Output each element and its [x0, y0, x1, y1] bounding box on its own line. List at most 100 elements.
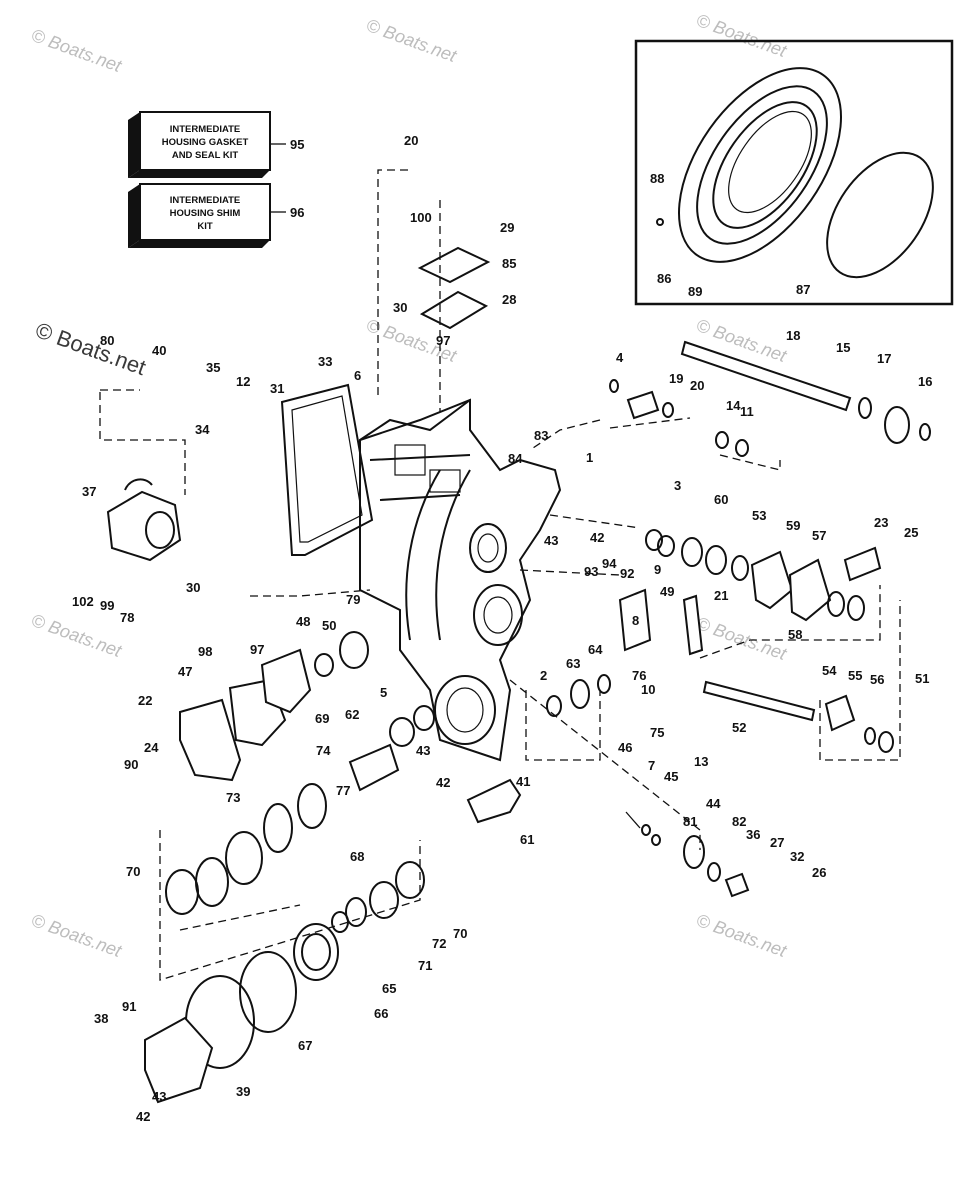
disc-stack [165, 783, 327, 915]
callout-75: 75 [650, 725, 664, 740]
pump-37 [106, 478, 182, 562]
callout-33: 33 [318, 354, 332, 369]
callout-57: 57 [812, 528, 826, 543]
callout-60: 60 [714, 492, 728, 507]
watermark: © Boats.net [694, 613, 790, 664]
callout-92: 92 [620, 566, 634, 581]
callout-49: 49 [660, 584, 674, 599]
callout-32: 32 [790, 849, 804, 864]
callout-42: 42 [590, 530, 604, 545]
callout-3: 3 [674, 478, 681, 493]
callout-51: 51 [915, 671, 929, 686]
callout-70: 70 [126, 864, 140, 879]
callout-29: 29 [500, 220, 514, 235]
clip-8 [618, 588, 652, 652]
callout-72: 72 [432, 936, 446, 951]
callout-37: 37 [82, 484, 96, 499]
callout-11: 11 [740, 404, 754, 419]
callout-68: 68 [350, 849, 364, 864]
callout-70: 70 [453, 926, 467, 941]
bracket-23 [843, 546, 882, 582]
dashed-guides [99, 169, 901, 981]
kit-label-line: AND SEAL KIT [172, 150, 239, 161]
callout-41: 41 [516, 774, 530, 789]
callout-97: 97 [250, 642, 264, 657]
pin-4 [609, 379, 619, 393]
callout-15: 15 [836, 340, 850, 355]
callout-5: 5 [380, 685, 387, 700]
callout-4: 4 [616, 350, 624, 365]
callout-28: 28 [502, 292, 516, 307]
bearing-62 [389, 717, 415, 747]
seal-48 [314, 653, 334, 677]
watermark: © Boats.net [364, 15, 460, 66]
spring-group [625, 811, 750, 898]
kit-box-96: INTERMEDIATE HOUSING SHIM KIT 96 [128, 183, 304, 248]
callout-2: 2 [540, 668, 547, 683]
callout-63: 63 [566, 656, 580, 671]
callout-36: 36 [746, 827, 760, 842]
callout-16: 16 [918, 374, 932, 389]
callout-94: 94 [602, 556, 617, 571]
callout-20: 20 [690, 378, 704, 393]
callout-81: 81 [683, 814, 697, 829]
plate-21 [682, 594, 704, 656]
callout-35: 35 [206, 360, 220, 375]
clutch-dog-54 [824, 694, 856, 732]
plate-98 [260, 648, 312, 714]
callout-9: 9 [654, 562, 661, 577]
callout-95: 95 [290, 137, 304, 152]
callout-88: 88 [650, 171, 664, 186]
callout-65: 65 [382, 981, 396, 996]
callout-79: 79 [346, 592, 360, 607]
callout-69: 69 [315, 711, 329, 726]
ring-56 [878, 731, 894, 753]
callout-66: 66 [374, 1006, 388, 1021]
washer-20 [662, 402, 674, 418]
callout-52: 52 [732, 720, 746, 735]
bearings-3-60 [645, 529, 749, 581]
gear-63 [570, 679, 590, 709]
callout-74: 74 [316, 743, 331, 758]
cover-39 [144, 1016, 214, 1104]
callout-20: 20 [404, 133, 418, 148]
callout-100: 100 [410, 210, 432, 225]
kit-box-95: INTERMEDIATE HOUSING GASKET AND SEAL KIT… [128, 111, 304, 178]
callout-96: 96 [290, 205, 304, 220]
gasket-33 [280, 383, 374, 556]
callout-58: 58 [788, 627, 802, 642]
callout-14: 14 [726, 398, 741, 413]
callout-23: 23 [874, 515, 888, 530]
callout-1: 1 [586, 450, 593, 465]
callout-8: 8 [632, 613, 639, 628]
ring-gear-65 [293, 923, 339, 981]
washer-2 [546, 695, 562, 717]
plate-57 [788, 558, 832, 622]
callout-84: 84 [508, 451, 523, 466]
callout-85: 85 [502, 256, 516, 271]
callout-59: 59 [786, 518, 800, 533]
watermark: © Boats.net [29, 25, 125, 76]
callout-38: 38 [94, 1011, 108, 1026]
callout-80: 80 [100, 333, 114, 348]
callout-42: 42 [136, 1109, 150, 1124]
callout-61: 61 [520, 832, 534, 847]
callout-89: 89 [688, 284, 702, 299]
callout-22: 22 [138, 693, 152, 708]
intermediate-housing [359, 398, 562, 762]
callout-62: 62 [345, 707, 359, 722]
seal-58a [827, 591, 845, 617]
callout-40: 40 [152, 343, 166, 358]
watermark: © Boats.net [29, 610, 125, 661]
callout-87: 87 [796, 282, 810, 297]
callout-73: 73 [226, 790, 240, 805]
callout-13: 13 [694, 754, 708, 769]
callout-78: 78 [120, 610, 134, 625]
callout-43: 43 [152, 1089, 166, 1104]
callout-39: 39 [236, 1084, 250, 1099]
callout-48: 48 [296, 614, 310, 629]
callout-34: 34 [195, 422, 210, 437]
callout-99: 99 [100, 598, 114, 613]
